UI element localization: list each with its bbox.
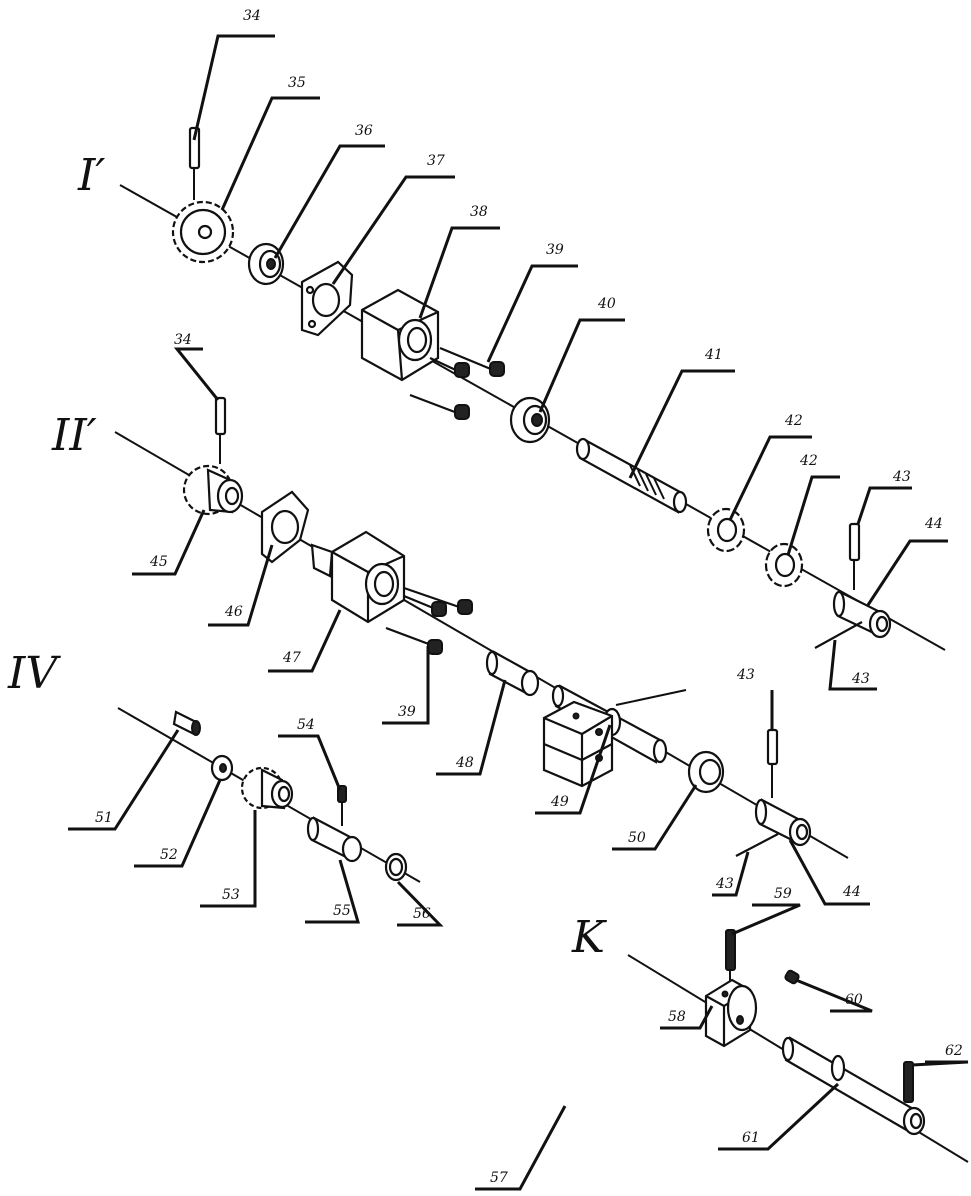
callout-55: 55 <box>333 903 351 919</box>
part-46-flange-plate <box>260 490 310 564</box>
part-39-bolts-upper <box>409 346 505 420</box>
callout-43: 43 <box>715 876 734 892</box>
part-39-bolts-lower <box>385 586 473 655</box>
part-55-hub <box>306 816 363 863</box>
part-53-gear <box>240 766 294 810</box>
part-44-coupling-upper <box>832 590 892 639</box>
part-43-pin-vertical-upper <box>848 522 861 590</box>
part-54-set-screw <box>337 785 347 826</box>
part-50-bearing <box>687 750 725 794</box>
part-37-flange-plate <box>300 260 354 337</box>
part-45-gear-sleeve <box>182 464 244 516</box>
callout-34: 34 <box>243 8 261 24</box>
callout-61: 61 <box>742 1130 760 1146</box>
assembly-label-i: I′ <box>77 150 105 201</box>
callout-labels: 34 35 36 37 38 39 40 41 42 42 43 44 43 3… <box>95 8 963 1186</box>
callout-45: 45 <box>149 554 168 570</box>
callout-44: 44 <box>842 884 861 900</box>
callout-39: 39 <box>546 242 564 258</box>
part-58-clamp-block <box>704 978 758 1048</box>
callout-41: 41 <box>704 347 723 363</box>
part-43-pin-diagonal-upper <box>814 621 863 649</box>
callout-35: 35 <box>288 75 306 91</box>
part-35-gear <box>171 200 235 264</box>
part-61-shaft <box>781 1036 926 1136</box>
callout-48: 48 <box>455 755 474 771</box>
callout-43: 43 <box>736 667 755 683</box>
callout-59: 59 <box>774 886 792 902</box>
callout-46: 46 <box>224 604 243 620</box>
part-42-nut-a <box>706 507 746 553</box>
part-42-nut-b <box>764 542 804 588</box>
part-56-retaining-ring <box>384 852 408 882</box>
callout-44: 44 <box>924 516 943 532</box>
callout-52: 52 <box>160 847 178 863</box>
callout-62: 62 <box>945 1043 963 1059</box>
callout-40: 40 <box>597 296 616 312</box>
callout-54: 54 <box>297 717 315 733</box>
callout-34: 34 <box>174 332 192 348</box>
callout-47: 47 <box>282 650 301 666</box>
callout-43: 43 <box>892 469 911 485</box>
callout-37: 37 <box>427 153 445 169</box>
part-57-block <box>542 700 614 788</box>
callout-56: 56 <box>413 906 431 922</box>
callout-50: 50 <box>628 830 646 846</box>
part-36-bearing <box>247 242 285 286</box>
part-43-pin-vertical-lower <box>766 728 779 798</box>
callout-57: 57 <box>490 1170 508 1186</box>
callout-43: 43 <box>851 671 870 687</box>
part-52-washer <box>210 754 234 782</box>
assembly-label-iv: IV <box>7 648 61 699</box>
part-40-bearing <box>509 396 551 444</box>
callout-49: 49 <box>550 794 569 810</box>
leader-lines <box>68 34 969 1191</box>
callout-53: 53 <box>222 887 240 903</box>
part-51-screw <box>172 710 201 736</box>
part-47-bearing-housing <box>310 530 406 624</box>
assembly-label-k: K <box>571 912 607 963</box>
part-48-sleeve <box>485 650 540 697</box>
callout-38: 38 <box>470 204 488 220</box>
assembly-label-ii: II′ <box>51 410 97 461</box>
callout-42: 42 <box>799 453 818 469</box>
callout-60: 60 <box>845 992 863 1008</box>
part-34-pin-upper <box>188 126 201 200</box>
part-62-pin <box>903 1061 914 1103</box>
part-43-pin-diagonal-lower <box>735 833 779 857</box>
callout-51: 51 <box>95 810 113 826</box>
callout-36: 36 <box>355 123 373 139</box>
part-38-bearing-housing <box>360 288 440 382</box>
part-44-coupling-lower <box>754 798 812 847</box>
axis-block-connector <box>615 689 687 706</box>
part-34-pin-lower <box>214 396 227 464</box>
callout-58: 58 <box>668 1009 686 1025</box>
callout-39: 39 <box>398 704 416 720</box>
callout-42: 42 <box>784 413 803 429</box>
